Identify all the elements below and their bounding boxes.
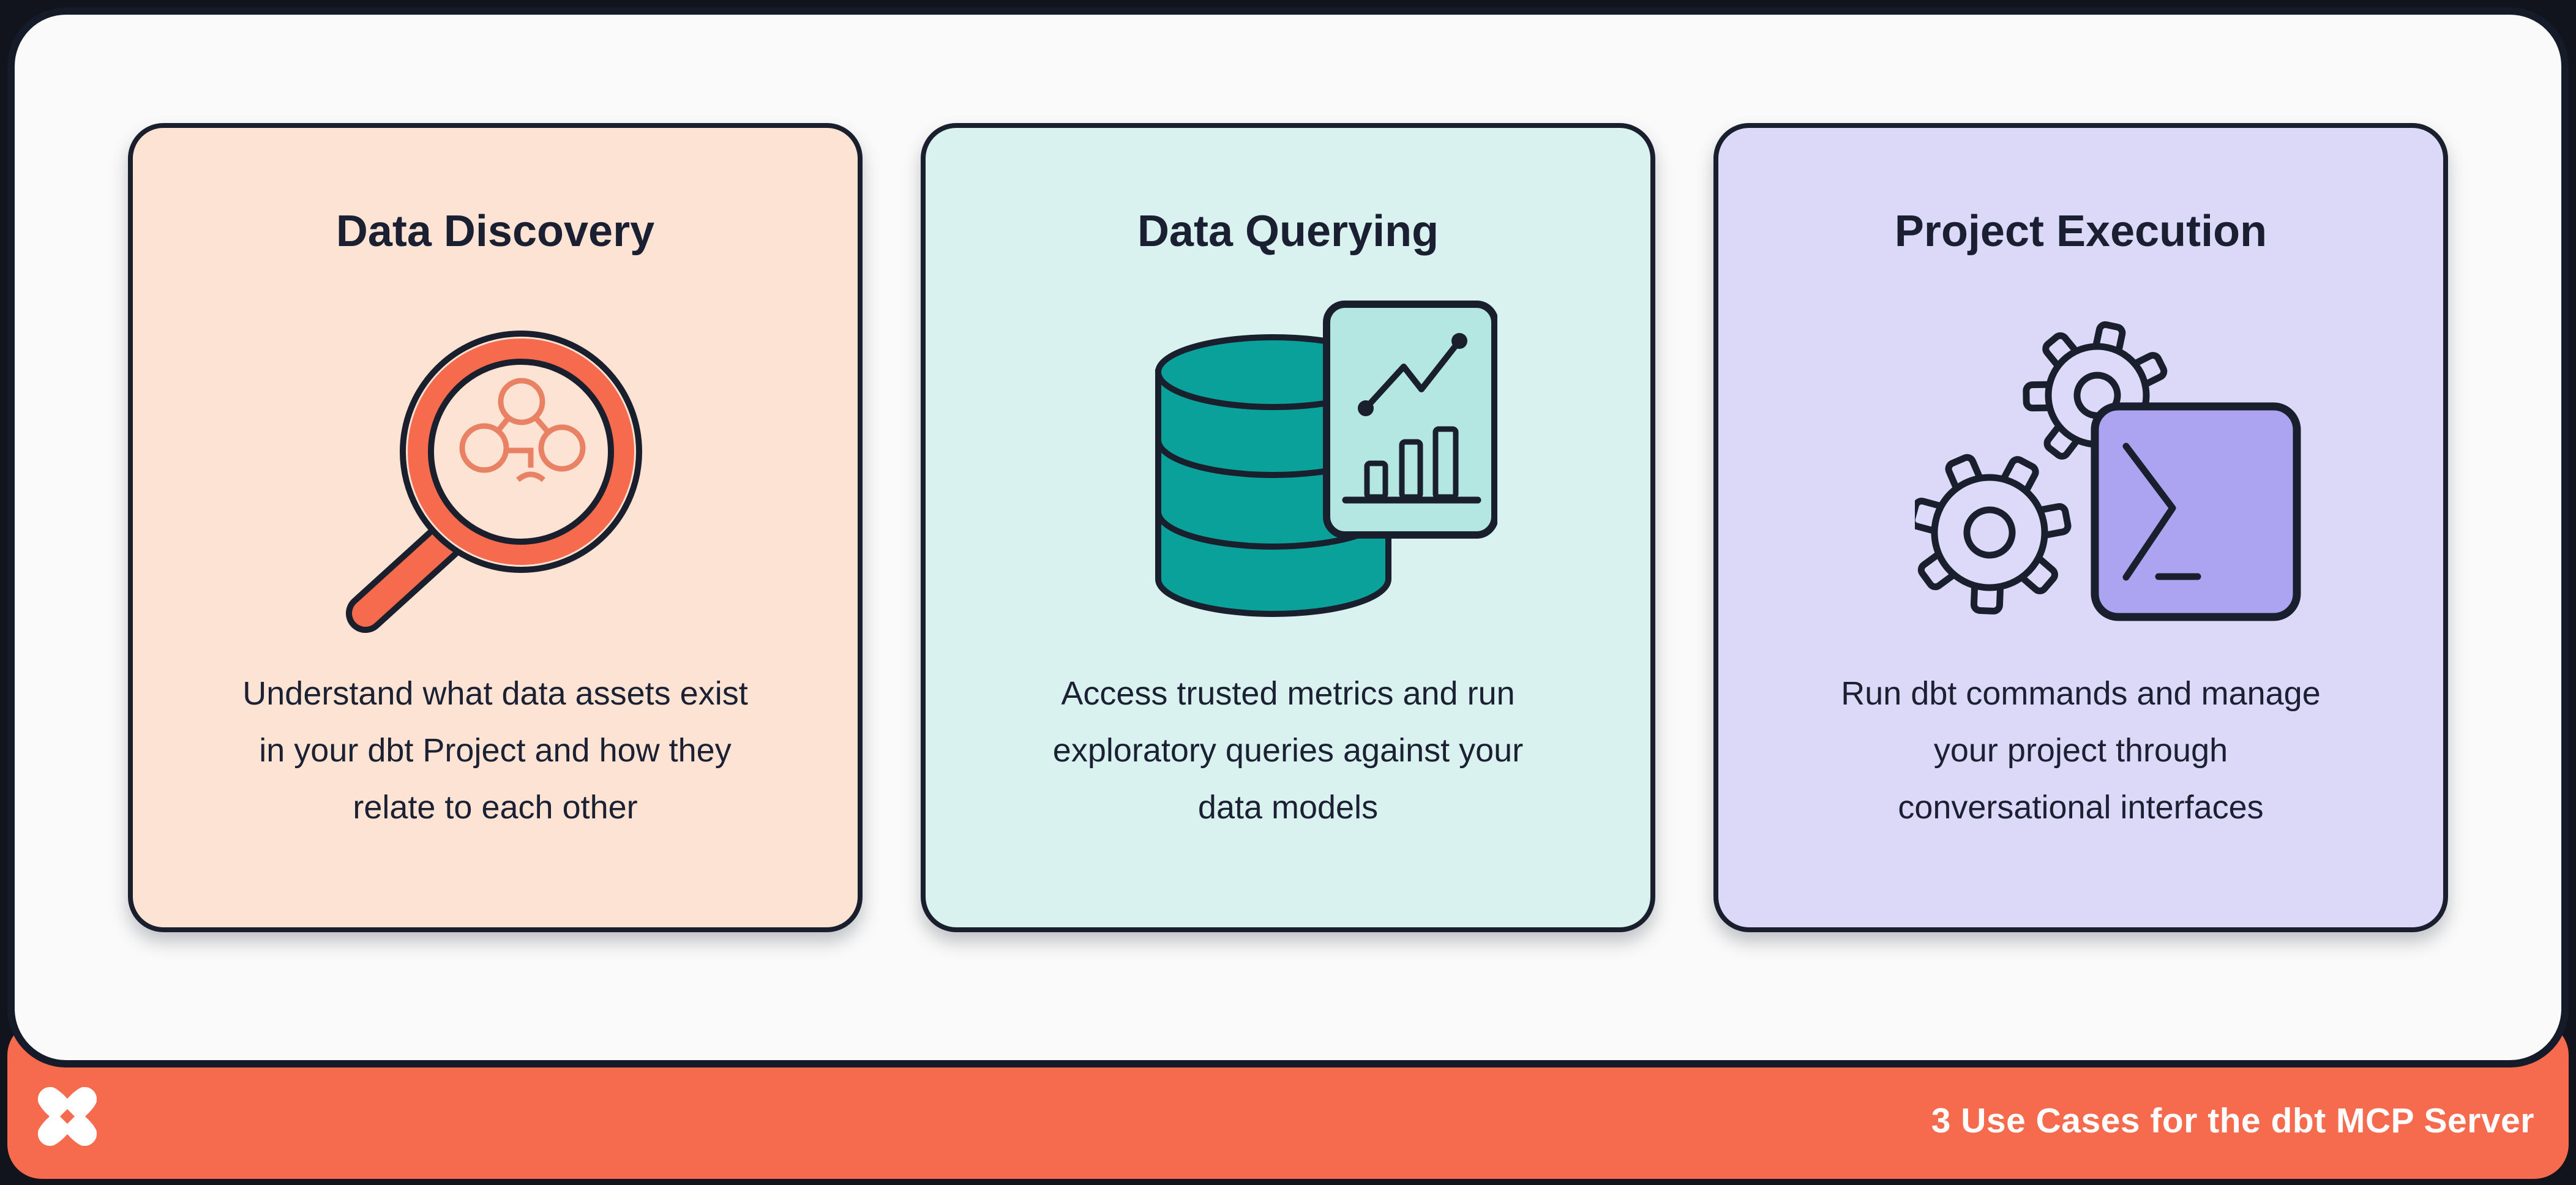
card-title: Data Discovery — [335, 207, 655, 256]
gears-terminal-icon — [1908, 317, 2307, 651]
card-data-querying: Data Querying Access trusted metrics and… — [921, 123, 1655, 932]
dbt-logo — [37, 1086, 98, 1147]
card-title: Project Execution — [1894, 207, 2267, 256]
card-description: Understand what data assets exist in you… — [242, 675, 748, 826]
card-project-execution: Project Execution — [1713, 123, 2448, 932]
footer-title: 3 Use Cases for the dbt MCP Server — [1931, 1101, 2534, 1140]
card-description: Run dbt commands and manage your project… — [1841, 675, 2321, 826]
database-chart-icon — [1155, 301, 1499, 634]
card-description: Access trusted metrics and run explorato… — [1052, 675, 1524, 826]
card-data-discovery: Data Discovery Understand what data asse… — [128, 123, 863, 932]
card-title: Data Querying — [1137, 207, 1439, 256]
magnifier-lineage-icon — [338, 307, 650, 638]
